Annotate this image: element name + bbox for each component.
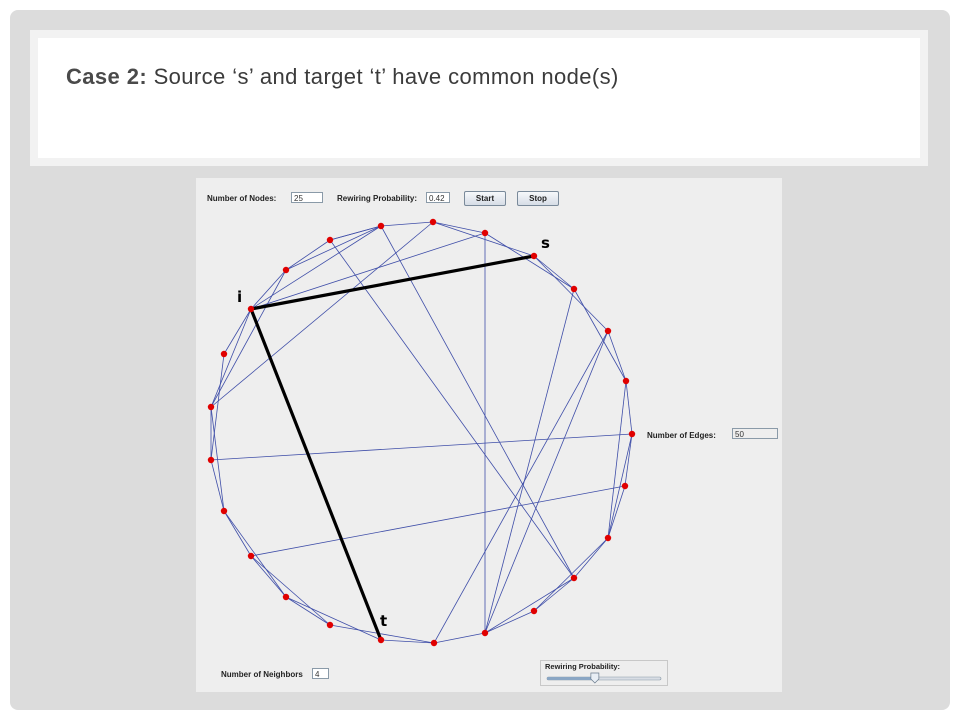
graph-edge bbox=[380, 639, 435, 644]
rewiring-label: Rewiring Probability: bbox=[337, 194, 418, 203]
graph-edge bbox=[533, 255, 609, 332]
graph-edge bbox=[607, 485, 626, 539]
graph-edge bbox=[285, 239, 331, 271]
graph-edge bbox=[285, 225, 382, 271]
graph-node bbox=[207, 456, 215, 464]
graph-edge bbox=[625, 380, 633, 435]
graph-edge bbox=[210, 433, 633, 461]
graph-edge bbox=[484, 330, 609, 634]
stop-button[interactable]: Stop bbox=[517, 191, 559, 206]
graph-node bbox=[530, 607, 538, 615]
graph-edge bbox=[533, 255, 575, 290]
graph-edge bbox=[573, 537, 609, 579]
graph-node bbox=[570, 574, 578, 582]
highlighted-path-edge bbox=[250, 254, 535, 311]
graph-edge bbox=[210, 406, 225, 512]
slider-fill bbox=[547, 677, 595, 680]
graph-node bbox=[282, 266, 290, 274]
title-box-inner bbox=[38, 38, 920, 158]
edges-field: 50 bbox=[732, 428, 778, 439]
graph-node bbox=[247, 305, 255, 313]
graph-node bbox=[481, 229, 489, 237]
graph-edge bbox=[433, 330, 609, 644]
graph-edge bbox=[607, 380, 627, 539]
target-marker: t bbox=[380, 612, 388, 630]
rewiring-slider-group: Rewiring Probability: bbox=[540, 660, 668, 686]
start-button[interactable]: Start bbox=[464, 191, 506, 206]
graph-node bbox=[282, 593, 290, 601]
graph-edge bbox=[533, 577, 575, 612]
graph-edge bbox=[484, 610, 535, 634]
graph-node bbox=[570, 285, 578, 293]
slider-label: Rewiring Probability: bbox=[545, 662, 621, 671]
graph-edge bbox=[250, 555, 287, 598]
graph-edge bbox=[484, 288, 575, 634]
common-node-marker: i bbox=[237, 288, 243, 306]
graph-edge bbox=[250, 555, 331, 626]
graph-edge bbox=[484, 577, 575, 634]
graph-edge bbox=[210, 353, 225, 461]
graph-edge bbox=[433, 632, 486, 644]
graph-node bbox=[247, 552, 255, 560]
graph-edge bbox=[223, 510, 287, 598]
graph-edge bbox=[624, 433, 633, 487]
nodes-label: Number of Nodes: bbox=[207, 194, 277, 203]
nodes-field[interactable]: 25 bbox=[291, 192, 323, 203]
graph-node bbox=[220, 507, 228, 515]
graph-node bbox=[604, 327, 612, 335]
graph-edge bbox=[329, 624, 435, 644]
graph-edge bbox=[607, 330, 627, 382]
highlighted-path-edge bbox=[249, 308, 383, 641]
slide-title-text: Source ‘s’ and target ‘t’ have common no… bbox=[147, 64, 619, 89]
graph-edge bbox=[210, 308, 252, 408]
graph-edge bbox=[223, 510, 252, 557]
graph-edge bbox=[380, 221, 434, 227]
graph-node bbox=[377, 222, 385, 230]
neighbors-field[interactable]: 4 bbox=[312, 668, 329, 679]
graph-node bbox=[220, 350, 228, 358]
graph-edge bbox=[329, 239, 575, 579]
graph-node bbox=[377, 636, 385, 644]
graph-edge bbox=[484, 232, 575, 290]
rewiring-slider[interactable] bbox=[541, 661, 667, 687]
graph-node bbox=[326, 621, 334, 629]
graph-edge bbox=[210, 221, 434, 408]
graph-edge bbox=[432, 221, 535, 257]
graph-edge bbox=[250, 269, 287, 310]
graph-node bbox=[621, 482, 629, 490]
graph-node bbox=[628, 430, 636, 438]
graph-edge bbox=[329, 225, 382, 241]
graph-edge bbox=[607, 433, 633, 539]
graph-edge bbox=[285, 596, 382, 641]
source-marker: s bbox=[541, 234, 550, 252]
graph-node bbox=[622, 377, 630, 385]
graph-node bbox=[429, 218, 437, 226]
rewiring-field[interactable]: 0.42 bbox=[426, 192, 450, 203]
graph-node bbox=[481, 629, 489, 637]
graph-node bbox=[326, 236, 334, 244]
graph-node bbox=[430, 639, 438, 647]
graph-edge bbox=[285, 596, 331, 626]
neighbors-label: Number of Neighbors bbox=[221, 670, 303, 679]
graph-edge bbox=[380, 225, 575, 579]
slide-title-case: Case 2: bbox=[66, 64, 148, 89]
graph-edge bbox=[573, 288, 627, 382]
graph-edge bbox=[223, 308, 252, 355]
slider-thumb[interactable] bbox=[590, 672, 600, 684]
graph-edge bbox=[210, 269, 287, 408]
graph-edge bbox=[432, 221, 486, 234]
slide-title: Case 2: Source ‘s’ and target ‘t’ have c… bbox=[66, 64, 619, 90]
graph-edge bbox=[250, 232, 486, 310]
graph-edge bbox=[210, 459, 225, 512]
graph-node bbox=[604, 534, 612, 542]
graph-node bbox=[530, 252, 538, 260]
graph-edge bbox=[250, 485, 626, 557]
edges-label: Number of Edges: bbox=[647, 431, 716, 440]
graph-node bbox=[207, 403, 215, 411]
